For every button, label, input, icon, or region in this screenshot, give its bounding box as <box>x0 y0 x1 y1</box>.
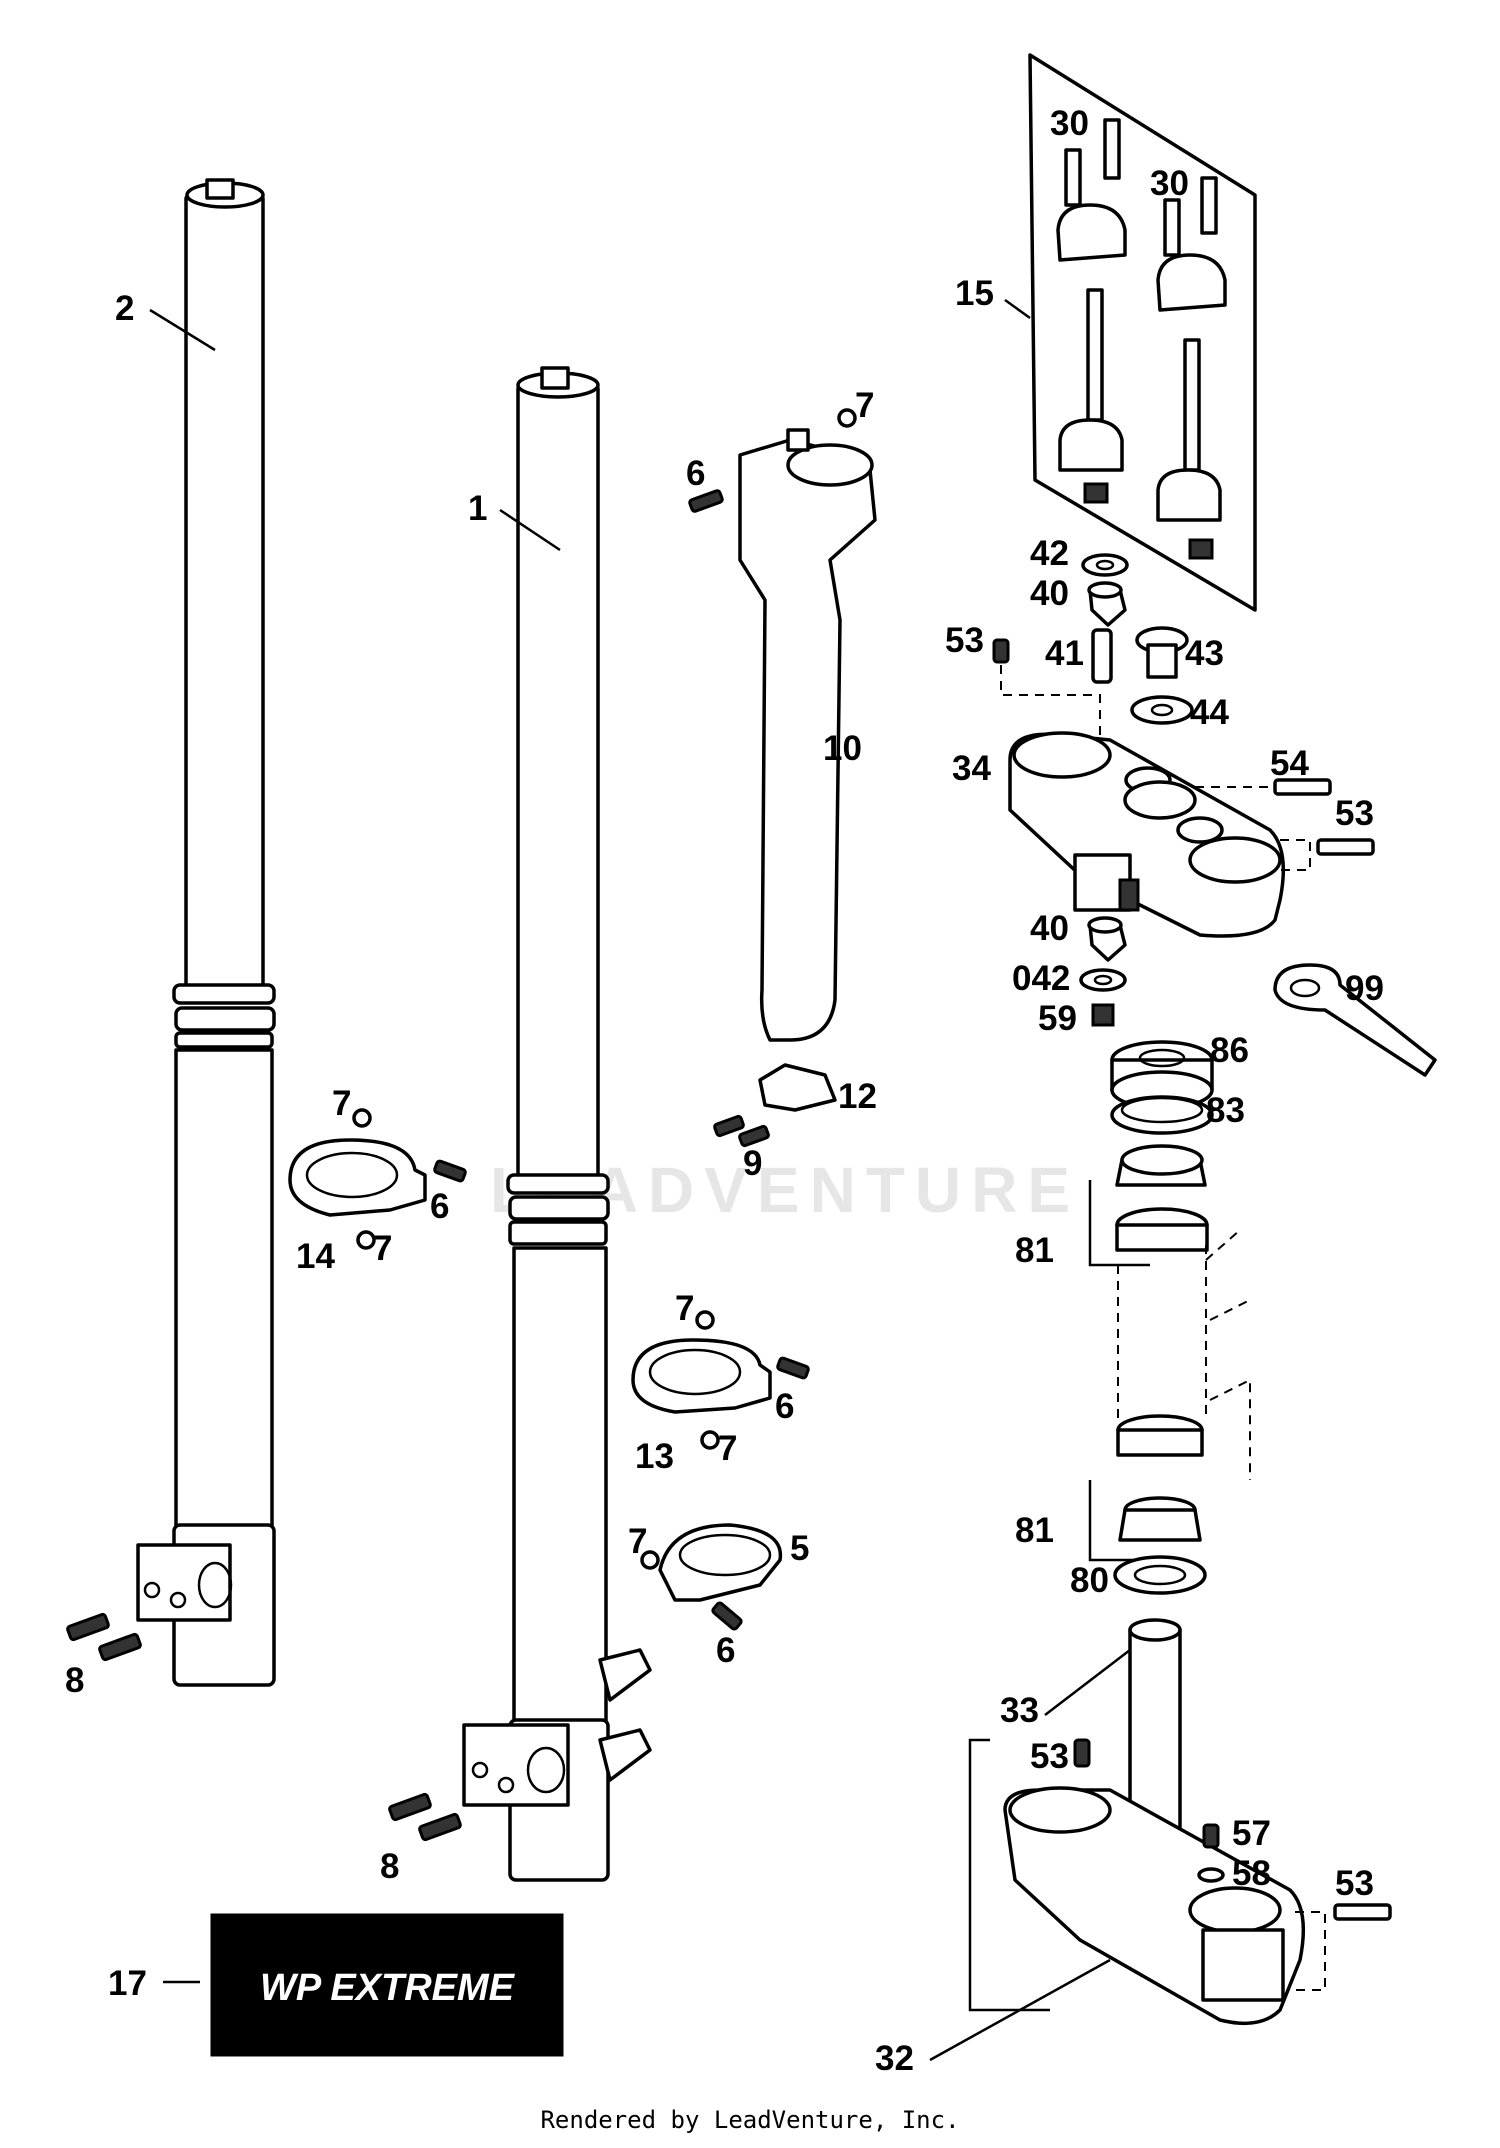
screw-57[interactable] <box>1202 1823 1220 1849</box>
label-6: 6 <box>716 1631 735 1670</box>
label-13: 13 <box>635 1437 674 1476</box>
bracket-81-lower <box>1088 1480 1150 1562</box>
label-7: 7 <box>675 1289 694 1328</box>
label-81: 81 <box>1015 1511 1054 1550</box>
leader-15 <box>1004 298 1031 320</box>
washer-44[interactable] <box>1130 695 1194 725</box>
bracket-32 <box>968 1738 1050 2012</box>
nut-59[interactable] <box>1091 1003 1115 1027</box>
label-43: 43 <box>1185 634 1224 673</box>
label-2: 2 <box>115 289 134 328</box>
screw-53-top[interactable] <box>992 638 1010 664</box>
label-41: 41 <box>1045 634 1084 673</box>
footer-credit: Rendered by LeadVenture, Inc. <box>540 2106 959 2134</box>
label-10: 10 <box>823 729 862 768</box>
fork-leg-1[interactable] <box>462 366 652 1882</box>
clamp-5[interactable] <box>640 1523 783 1631</box>
label-042: 042 <box>1012 959 1070 998</box>
label-53: 53 <box>1335 1864 1374 1903</box>
label-30: 30 <box>1150 164 1189 203</box>
lower-triple-clamp-32[interactable] <box>1003 1618 1306 2026</box>
label-81: 81 <box>1015 1231 1054 1270</box>
clamp-13[interactable] <box>631 1310 810 1450</box>
screw-53-lower-top[interactable] <box>1073 1738 1091 1768</box>
label-53: 53 <box>1030 1737 1069 1776</box>
label-33: 33 <box>1000 1691 1039 1730</box>
screw-6-guard[interactable] <box>688 489 724 513</box>
pin-41[interactable] <box>1091 628 1113 684</box>
label-40: 40 <box>1030 909 1069 948</box>
leader-32 <box>929 1958 1111 2062</box>
leader-33 <box>1044 1649 1131 1716</box>
label-8: 8 <box>380 1847 399 1886</box>
label-5: 5 <box>790 1529 809 1568</box>
label-99: 99 <box>1345 969 1384 1008</box>
screw-43[interactable] <box>1135 626 1189 679</box>
screw-53-lower-side[interactable] <box>1333 1903 1392 1921</box>
fork-guard-10[interactable] <box>738 408 877 1042</box>
bolts-8-left[interactable] <box>66 1612 142 1662</box>
decal-17[interactable]: WP EXTREME <box>210 1913 564 2057</box>
label-14: 14 <box>296 1237 335 1276</box>
dash-53-lower-side <box>1295 1911 1326 1991</box>
clip-12[interactable] <box>758 1063 837 1112</box>
screw-53-side[interactable] <box>1316 838 1375 856</box>
label-53: 53 <box>945 621 984 660</box>
leader-2 <box>149 308 216 352</box>
label-86: 86 <box>1210 1031 1249 1070</box>
label-1: 1 <box>468 489 487 528</box>
label-6: 6 <box>686 454 705 493</box>
ring-83[interactable] <box>1110 1095 1214 1135</box>
label-9: 9 <box>743 1144 762 1183</box>
dust-seal-86[interactable] <box>1110 1040 1214 1110</box>
label-83: 83 <box>1206 1091 1245 1130</box>
washer-42[interactable] <box>1081 553 1129 577</box>
upper-triple-clamp-34[interactable] <box>1008 731 1286 938</box>
seal-80[interactable] <box>1113 1555 1207 1595</box>
label-34: 34 <box>952 749 991 788</box>
label-59: 59 <box>1038 999 1077 1038</box>
label-80: 80 <box>1070 1561 1109 1600</box>
nut-40-top[interactable] <box>1087 581 1127 627</box>
screw-54[interactable] <box>1273 778 1332 796</box>
label-54: 54 <box>1270 744 1309 783</box>
label-57: 57 <box>1232 1814 1271 1853</box>
label-6: 6 <box>775 1387 794 1426</box>
callout-labels: 2 1 7 6 10 12 9 7 6 14 7 7 6 13 7 7 5 6 … <box>65 104 1384 2078</box>
label-53: 53 <box>1335 794 1374 833</box>
label-7: 7 <box>628 1522 647 1561</box>
nut-40-lower[interactable] <box>1087 916 1127 962</box>
label-12: 12 <box>838 1077 877 1116</box>
decal-text: WP EXTREME <box>260 1967 516 2009</box>
handlebar-clamp-kit-15[interactable] <box>1028 53 1257 612</box>
label-44: 44 <box>1190 693 1229 732</box>
label-8: 8 <box>65 1661 84 1700</box>
label-58: 58 <box>1232 1854 1271 1893</box>
label-7: 7 <box>373 1229 392 1268</box>
label-6: 6 <box>430 1187 449 1226</box>
bracket-81-upper <box>1088 1180 1150 1267</box>
bolts-8-middle[interactable] <box>388 1792 462 1842</box>
bearing-81-upper[interactable] <box>1115 1144 1209 1252</box>
label-7: 7 <box>332 1084 351 1123</box>
screws-9[interactable] <box>713 1114 770 1148</box>
label-7: 7 <box>855 386 874 425</box>
fork-leg-2[interactable] <box>136 178 276 1687</box>
washer-58[interactable] <box>1197 1867 1225 1883</box>
leader-1 <box>499 508 561 552</box>
label-42: 42 <box>1030 534 1069 573</box>
head-tube-outline <box>1117 1229 1251 1480</box>
clamp-14[interactable] <box>288 1108 467 1250</box>
washer-042[interactable] <box>1079 968 1127 992</box>
label-7: 7 <box>718 1429 737 1468</box>
label-32: 32 <box>875 2039 914 2078</box>
bearing-81-lower[interactable] <box>1116 1414 1204 1542</box>
dash-53-top <box>1000 665 1101 740</box>
label-17: 17 <box>108 1964 147 2003</box>
label-30: 30 <box>1050 104 1089 143</box>
label-15: 15 <box>955 274 994 313</box>
label-40: 40 <box>1030 574 1069 613</box>
spanner-99[interactable] <box>1273 963 1437 1077</box>
